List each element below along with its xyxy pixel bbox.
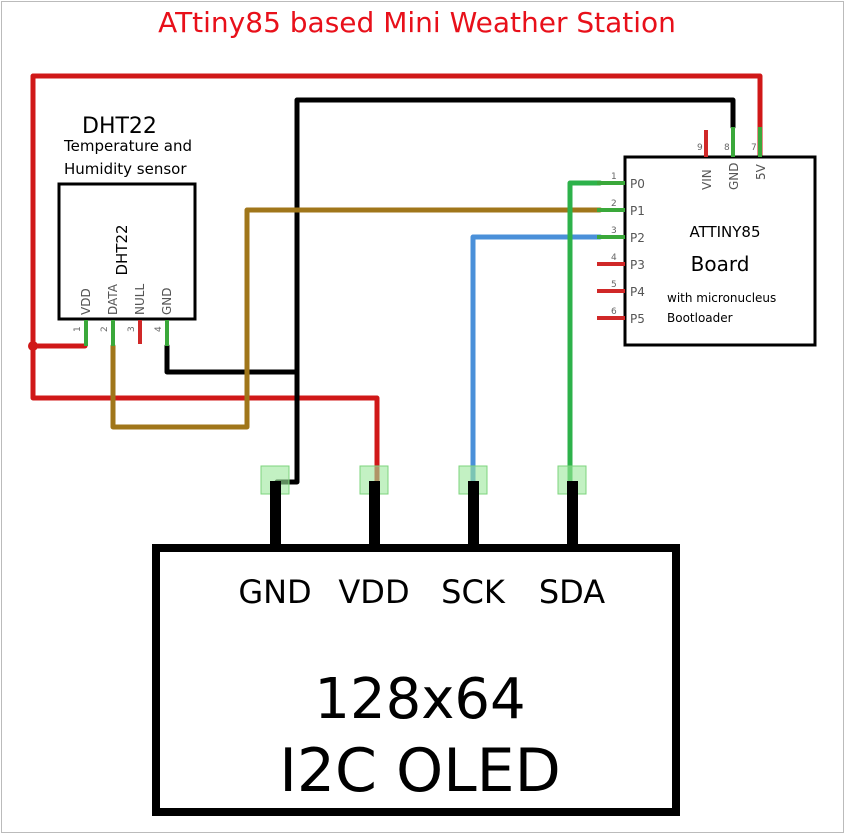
oled-pin-label: SDA [539, 573, 605, 611]
diagram-title: ATtiny85 based Mini Weather Station [158, 6, 676, 39]
attiny-pin-number: 1 [611, 172, 617, 182]
attiny-title: ATTINY85 [689, 223, 760, 241]
attiny-note-1: with micronucleus [667, 291, 776, 305]
dht22-sensor: DHT22 Temperature and Humidity sensor DH… [57, 114, 197, 346]
dht-subtitle-1: Temperature and [63, 137, 192, 155]
oled-display: GND VDD SCK SDA 128x64 I2C OLED [152, 465, 680, 816]
dht-subtitle-2: Humidity sensor [64, 160, 187, 178]
attiny-pin-label: P3 [630, 258, 645, 272]
dht-pin-number: 3 [127, 326, 137, 332]
dht-pin-label: DATA [106, 283, 120, 315]
attiny-pin-label: P0 [630, 177, 645, 191]
attiny-subtitle: Board [691, 252, 750, 276]
oled-body [152, 544, 680, 816]
gnd-wire [274, 97, 736, 485]
attiny-pin-label: P2 [630, 231, 645, 245]
attiny-pin-number: 2 [611, 199, 617, 209]
attiny-pin-number: 9 [697, 143, 703, 153]
oled-pin-sck [468, 481, 479, 547]
oled-pin-label: GND [238, 573, 311, 611]
attiny-pin-number: 8 [724, 143, 730, 153]
attiny85-board: 1 2 3 4 5 6 P0 P1 P2 P3 P4 P5 9 8 7 VIN … [597, 127, 817, 347]
dht-chip-label: DHT22 [113, 224, 131, 275]
attiny-pin-label: P5 [630, 312, 645, 326]
dht-pin-label: VDD [79, 288, 93, 315]
dht-body [57, 182, 197, 321]
oled-resolution: 128x64 [314, 667, 525, 732]
vcc-wire [30, 73, 763, 491]
oled-type: I2C OLED [279, 736, 561, 806]
attiny-pin-number: 4 [611, 253, 617, 263]
dht-pin-label: NULL [133, 284, 147, 315]
oled-pin-label: SCK [441, 573, 506, 611]
dht-pin-number: 4 [154, 326, 164, 332]
data-wire [110, 207, 603, 430]
gnd-wire-dht [164, 343, 300, 375]
oled-pin-sda [567, 481, 578, 547]
dht-pin-number: 2 [100, 326, 110, 332]
attiny-pin-label: P4 [630, 285, 645, 299]
attiny-pin-label: P1 [630, 204, 645, 218]
dht-heading: DHT22 [82, 114, 157, 139]
attiny-body [623, 155, 817, 347]
sck-wire [470, 234, 603, 491]
attiny-pin-number: 5 [611, 280, 617, 290]
dht-pin-number: 1 [73, 326, 83, 332]
junction-dot [28, 341, 38, 351]
dht-pin-label: GND [160, 287, 174, 315]
attiny-pin-number: 3 [611, 226, 617, 236]
attiny-pin-label: GND [727, 162, 741, 190]
oled-pin-gnd [270, 481, 281, 547]
attiny-pin-label: 5V [754, 163, 768, 180]
oled-pin-label: VDD [338, 573, 409, 611]
attiny-note-2: Bootloader [667, 311, 733, 325]
attiny-pin-label: VIN [700, 169, 714, 190]
attiny-pin-number: 6 [611, 307, 617, 317]
attiny-pin-number: 7 [751, 143, 757, 153]
oled-pin-vdd [369, 481, 380, 547]
sda-wire [567, 180, 603, 491]
